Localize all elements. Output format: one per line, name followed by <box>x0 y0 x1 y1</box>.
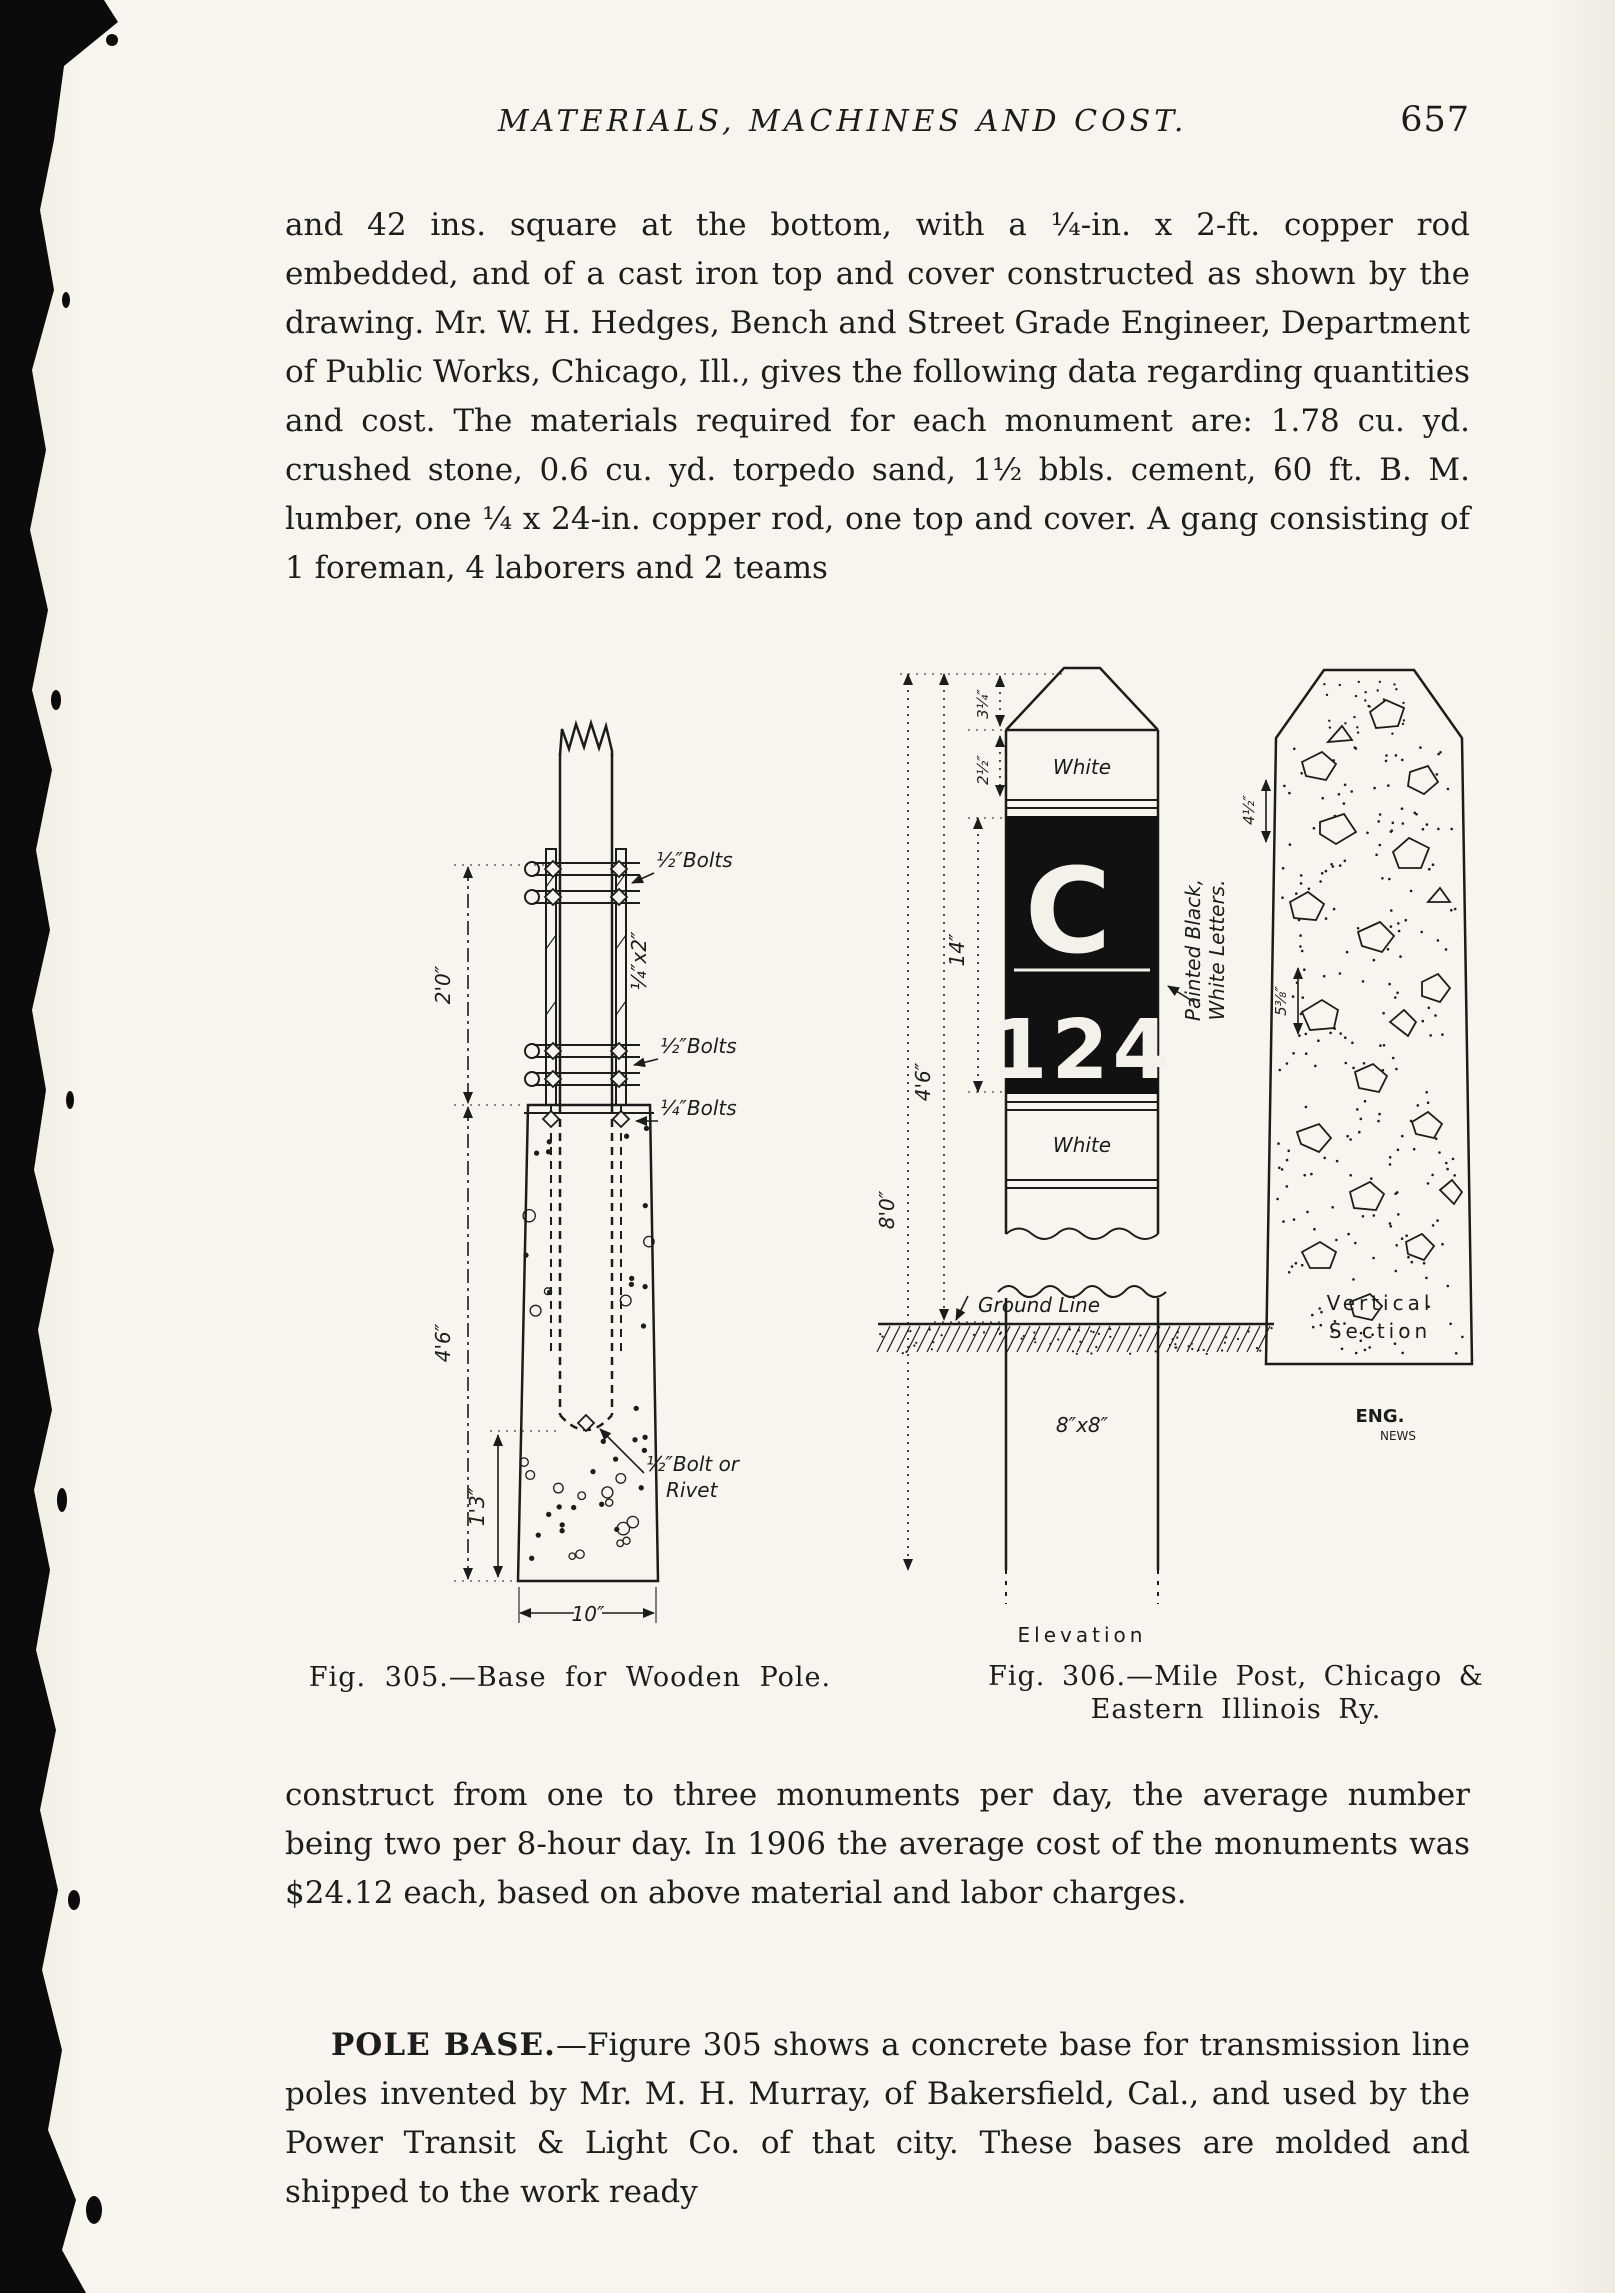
dim-2ft0: 2'0″ <box>431 965 455 1004</box>
clamp-bolts-upper <box>524 859 640 907</box>
fig305-caption: Fig. 305.—Base for Wooden Pole. <box>308 1662 832 1693</box>
dim-section-b: 5⅜″ <box>1272 986 1290 1016</box>
dim-3quarter: 3¼″ <box>974 689 992 719</box>
paragraph-3-text: —Figure 305 shows a concrete base for tr… <box>285 2027 1470 2210</box>
dim-1ft3: 1'3″ <box>465 1487 489 1526</box>
dim-4ft6: 4'6″ <box>431 1323 455 1362</box>
painted-black-panel <box>1006 816 1158 1094</box>
dim-10in: 10″ <box>572 1602 605 1626</box>
ground-hatch <box>876 1325 1273 1355</box>
label-quarter-bolts: ¼″Bolts <box>660 1096 737 1120</box>
eng-news-credit: ENG. NEWS <box>1356 1406 1417 1443</box>
fig306-caption: Fig. 306.—Mile Post, Chicago & Eastern I… <box>936 1660 1536 1726</box>
pole-base-heading: POLE BASE. <box>331 2027 556 2063</box>
dim-8ft0: 8'0″ <box>875 1190 899 1229</box>
label-white-letters: White Letters. <box>1205 880 1229 1021</box>
label-white-bottom: White <box>1053 1133 1111 1157</box>
label-half-bolts-lower: ½″Bolts <box>660 1034 737 1058</box>
label-section: Section <box>1329 1319 1431 1343</box>
clamp-bolts-lower <box>524 1041 640 1089</box>
fig306-caption-line1: Fig. 306.—Mile Post, Chicago & <box>988 1661 1484 1692</box>
label-white-top: White <box>1053 755 1111 779</box>
aggregate-stones <box>1288 698 1464 1322</box>
ground: Ground Line <box>876 1293 1274 1355</box>
dim-4ft6: 4'6″ <box>911 1062 935 1101</box>
running-head: MATERIALS, MACHINES AND COST. 657 <box>285 100 1470 140</box>
milepost-letter-c: C <box>1025 842 1112 980</box>
anchor-straps <box>545 848 627 1355</box>
label-half-bolts-upper: ½″Bolts <box>656 848 733 872</box>
fig306-caption-line2: Eastern Illinois Ry. <box>1090 1694 1382 1725</box>
label-elevation: Elevation <box>1018 1623 1147 1647</box>
label-bolt-or-rivet-1: ½″Bolt or <box>646 1452 741 1476</box>
paragraph-1: and 42 ins. square at the bottom, with a… <box>285 207 1470 586</box>
dim-14in: 14″ <box>945 933 969 966</box>
page-number: 657 <box>1400 100 1470 140</box>
credit-eng: ENG. <box>1356 1406 1405 1427</box>
vertical-section: 4½″ 5⅜″ <box>1240 668 1474 1366</box>
label-painted-black: Painted Black, <box>1181 879 1205 1021</box>
fig305-annotations: ½″Bolts ¼″x2″ ½″Bolts ¼″Bolts ½″Bolt or … <box>599 848 741 1502</box>
concrete-base <box>516 1103 660 1583</box>
paragraph-2: construct from one to three monuments pe… <box>285 1777 1470 1911</box>
concrete-texture <box>519 1125 655 1561</box>
label-post-size: 8″x8″ <box>1056 1413 1109 1437</box>
fig306-dimensions: 8'0″ 4'6″ 14″ 3¼″ 2½″ <box>875 673 1062 1571</box>
fig305-drawing: ½″Bolts ¼″x2″ ½″Bolts ¼″Bolts ½″Bolt or … <box>431 718 741 1626</box>
milepost-number-124: 124 <box>990 1003 1173 1098</box>
credit-news: NEWS <box>1380 1429 1416 1443</box>
label-strap-size: ¼″x2″ <box>627 931 651 990</box>
wood-pole <box>558 718 614 1432</box>
milepost-elevation <box>997 666 1167 1604</box>
dim-2half: 2½″ <box>974 755 992 785</box>
dim-section-a: 4½″ <box>1240 795 1258 825</box>
scan-binding-edge <box>0 0 118 2293</box>
section-stipple <box>1276 680 1464 1355</box>
label-ground-line: Ground Line <box>978 1293 1100 1317</box>
fig305-dimensions: 2'0″ 4'6″ 1'3″ 10″ <box>431 864 657 1626</box>
paragraph-3: POLE BASE.—Figure 305 shows a concrete b… <box>285 2021 1470 2217</box>
label-vertical: Vertical <box>1327 1291 1434 1315</box>
scan-speckles <box>51 34 118 2224</box>
painted-black-callout: Painted Black, White Letters. <box>1167 879 1229 1021</box>
label-bolt-or-rivet-2: Rivet <box>666 1478 719 1502</box>
fig306-drawing: White C 124 White Ground Line 8″x8″ Elev… <box>875 666 1474 1647</box>
running-head-title: MATERIALS, MACHINES AND COST. <box>497 104 1188 139</box>
